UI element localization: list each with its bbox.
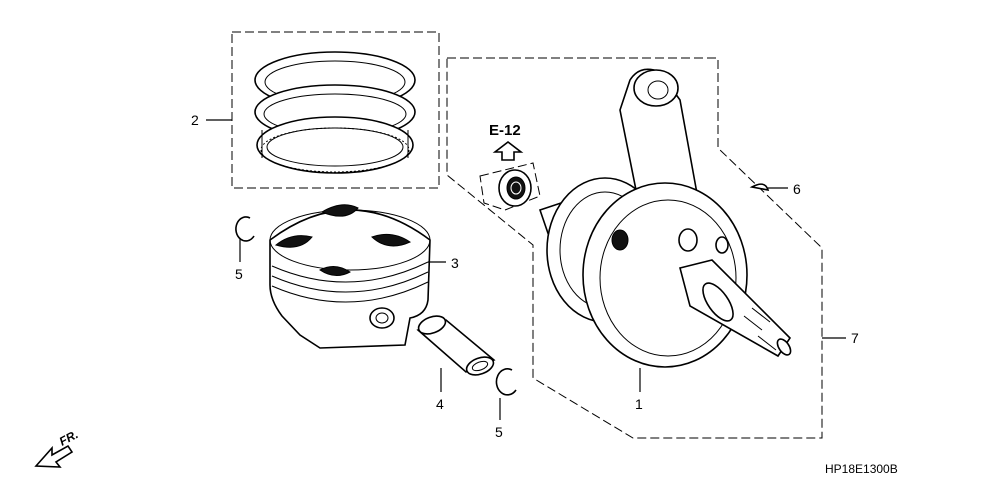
- crank-bearing[interactable]: [498, 169, 532, 207]
- reference-e12: E-12: [479, 122, 541, 211]
- piston-ring-set[interactable]: [231, 31, 440, 189]
- callout-7: 7: [851, 330, 859, 346]
- callout-1: 1: [635, 396, 643, 412]
- pin-clip-left[interactable]: [235, 216, 255, 242]
- callout-5-left: 5: [235, 266, 243, 282]
- crankshaft-assembly-outline: [446, 57, 823, 439]
- callout-2: 2: [191, 112, 199, 128]
- woodruff-key[interactable]: [749, 183, 770, 192]
- callout-6: 6: [793, 181, 801, 197]
- pin-clip-right[interactable]: [495, 368, 517, 396]
- piston[interactable]: [269, 204, 431, 349]
- callout-3: 3: [451, 255, 459, 271]
- front-direction-arrow: FR.: [34, 427, 81, 468]
- reference-code: E-12: [489, 122, 521, 139]
- crankshaft[interactable]: [538, 68, 793, 368]
- direction-label: FR.: [57, 427, 81, 448]
- piston-pin[interactable]: [416, 313, 496, 379]
- callout-5-right: 5: [495, 424, 503, 440]
- callout-4: 4: [436, 396, 444, 412]
- drawing-code: HP18E1300B: [825, 462, 898, 476]
